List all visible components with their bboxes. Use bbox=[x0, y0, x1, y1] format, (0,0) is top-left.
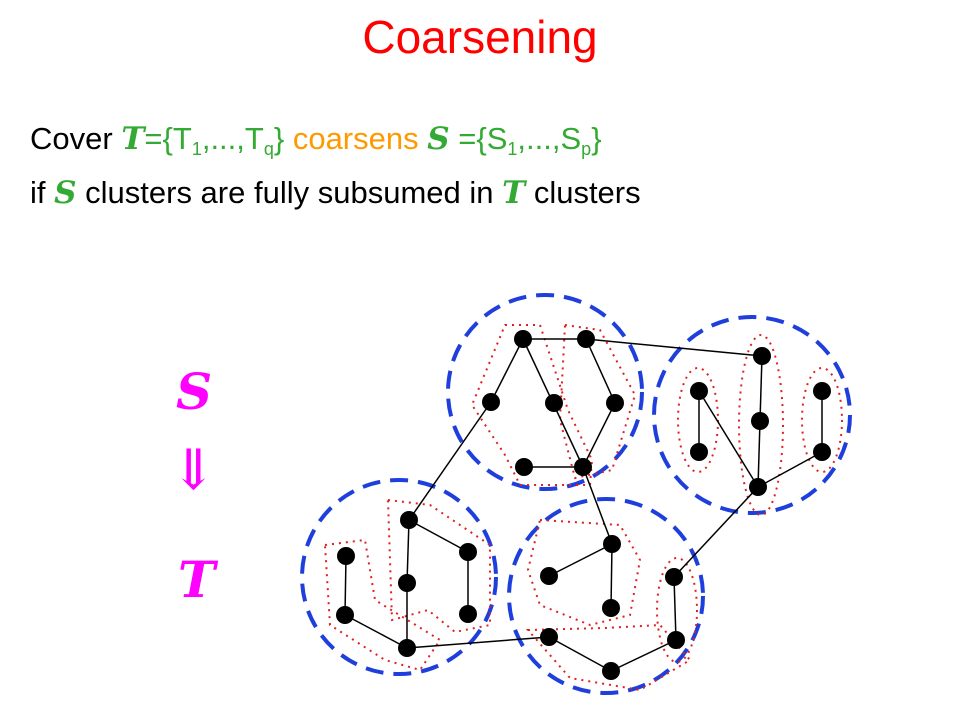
graph-node bbox=[398, 574, 416, 592]
edge bbox=[585, 338, 616, 404]
edge bbox=[610, 543, 613, 609]
fine-cover-label: S bbox=[176, 362, 213, 421]
coarsening-statement-line2: if S clusters are fully subsumed in T cl… bbox=[30, 175, 641, 211]
nodes bbox=[336, 330, 831, 680]
fine-cluster bbox=[558, 323, 637, 480]
graph-node bbox=[459, 605, 477, 623]
graph-node bbox=[540, 567, 558, 585]
edge bbox=[585, 338, 763, 357]
page-title: Coarsening bbox=[362, 11, 598, 63]
fine-cluster bbox=[323, 538, 442, 672]
graph-node bbox=[606, 394, 624, 412]
graph-node bbox=[398, 639, 416, 657]
edges bbox=[344, 338, 823, 672]
fine-cluster bbox=[526, 518, 642, 627]
graph-node bbox=[813, 443, 831, 461]
graph-node bbox=[603, 535, 621, 553]
edge bbox=[406, 636, 550, 649]
edge bbox=[344, 614, 408, 649]
s-symbol-inline: S bbox=[54, 175, 77, 211]
graph-node bbox=[751, 412, 769, 430]
fine-cluster bbox=[677, 367, 719, 473]
graph-node bbox=[690, 443, 708, 461]
fine-clusters bbox=[323, 323, 843, 692]
fine-cluster bbox=[656, 557, 698, 663]
t-symbol-inline: T bbox=[502, 175, 526, 211]
coarsens-word: coarsens bbox=[292, 121, 419, 156]
graph-node bbox=[574, 458, 592, 476]
graph-node bbox=[602, 662, 620, 680]
coarse-cluster-bottom bbox=[507, 497, 705, 695]
graph-node bbox=[459, 543, 477, 561]
graph-node bbox=[515, 458, 533, 476]
coarse-clusters bbox=[300, 293, 852, 695]
graph-node bbox=[667, 631, 685, 649]
graph-node bbox=[665, 568, 683, 586]
graph-node bbox=[545, 394, 563, 412]
edge bbox=[406, 519, 410, 584]
cover-word: Cover bbox=[30, 121, 113, 156]
fine-cluster bbox=[525, 623, 692, 692]
edge bbox=[408, 519, 469, 553]
graph-node bbox=[749, 478, 767, 496]
edge bbox=[610, 639, 677, 672]
graph-node bbox=[602, 599, 620, 617]
edge bbox=[757, 420, 761, 488]
graph-node bbox=[336, 606, 354, 624]
edge bbox=[408, 401, 492, 521]
edge bbox=[344, 555, 347, 616]
edge bbox=[698, 390, 759, 488]
edge bbox=[548, 543, 613, 577]
coarse-cluster-left bbox=[300, 478, 498, 676]
fine-cluster bbox=[801, 367, 843, 473]
graph-node bbox=[690, 382, 708, 400]
edge bbox=[673, 486, 759, 578]
down-arrow-icon: ⇓ bbox=[170, 438, 217, 503]
edge bbox=[759, 355, 763, 422]
coarse-cluster-right bbox=[652, 315, 852, 515]
s-cover-set: S ={S1,...,Sp} bbox=[427, 121, 602, 159]
fine-cluster bbox=[738, 334, 784, 516]
edge bbox=[582, 466, 613, 545]
edge bbox=[757, 451, 823, 488]
edge bbox=[490, 338, 524, 403]
coarsening-statement-line1: Cover T={T1,...,Tq} coarsens S ={S1,...,… bbox=[30, 121, 602, 160]
fine-cluster bbox=[470, 324, 594, 486]
graph-node bbox=[813, 382, 831, 400]
graph-node bbox=[482, 393, 500, 411]
graph-node bbox=[753, 347, 771, 365]
edge bbox=[673, 576, 677, 641]
graph-node bbox=[577, 330, 595, 348]
t-cover-set: T={T1,...,Tq} bbox=[121, 121, 285, 159]
s-symbol: S bbox=[427, 121, 450, 157]
graph-node bbox=[514, 330, 532, 348]
coarse-cover-label: T bbox=[178, 550, 216, 609]
t-symbol: T bbox=[121, 121, 145, 157]
graph-node bbox=[400, 511, 418, 529]
graph-node bbox=[337, 547, 355, 565]
graph-node bbox=[540, 628, 558, 646]
edge bbox=[548, 636, 612, 672]
coarse-cluster-top bbox=[446, 293, 644, 491]
edge bbox=[582, 402, 616, 468]
